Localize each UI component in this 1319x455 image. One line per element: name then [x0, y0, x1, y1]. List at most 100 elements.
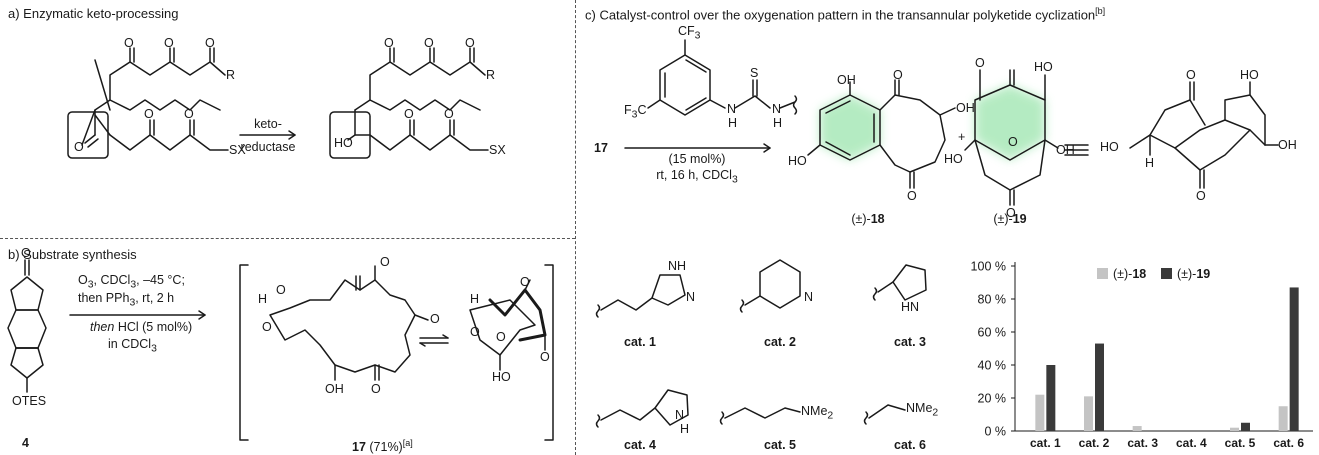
cat-4-structure: [595, 389, 689, 428]
x-tick-label: cat. 6: [1273, 436, 1304, 450]
atom-nh: NH: [668, 259, 687, 273]
cat-1-structure: [595, 274, 686, 318]
atom-o: O: [520, 275, 530, 289]
atom-ho: HO: [334, 136, 353, 150]
atom-o: O: [893, 68, 903, 82]
atom-o: O: [540, 350, 550, 364]
atom-o: O: [184, 107, 194, 121]
atom-o: O: [1196, 189, 1206, 203]
bar-18: [1132, 426, 1142, 431]
catalyst-loading: (15 mol%): [668, 152, 726, 166]
atom-o: O: [380, 255, 390, 269]
atom-ho: HO: [944, 152, 963, 166]
atom-o: O: [164, 36, 174, 50]
bar-18: [1230, 427, 1239, 431]
condition-line-4: in CDCl3: [108, 337, 157, 355]
bar-19: [1095, 343, 1104, 431]
condition-line-3: then HCl (5 mol%): [90, 320, 193, 334]
panel-c-title: c) Catalyst-control over the oxygenation…: [585, 6, 1106, 23]
panel-b-title: b) Substrate synthesis: [8, 247, 137, 262]
catalyst-label: cat. 6: [894, 438, 926, 452]
atom-h: H: [728, 116, 738, 130]
atom-h: H: [1145, 156, 1155, 170]
bar-19: [1046, 365, 1056, 431]
thiourea-catalyst-structure: [647, 39, 798, 116]
legend-label: (±)-18: [1113, 267, 1146, 281]
catalyst-label: cat. 3: [894, 335, 926, 349]
legend-label: (±)-19: [1177, 267, 1210, 281]
horizontal-divider: [0, 238, 575, 239]
arrow-label-top: keto-: [254, 117, 282, 131]
atom-o: O: [975, 56, 985, 70]
atom-o: O: [444, 107, 454, 121]
compound-4-label: 4: [22, 436, 29, 450]
x-tick-label: cat. 5: [1225, 436, 1256, 450]
atom-r: R: [486, 68, 496, 82]
legend-swatch: [1097, 268, 1108, 279]
atom-n: N: [772, 102, 782, 116]
condition-line-2: then PPh3, rt, 2 h: [78, 291, 175, 309]
bar-19: [1289, 287, 1299, 431]
y-tick-label: 0 %: [984, 425, 1006, 439]
cat-6-structure: [863, 404, 906, 425]
catalyst-label: cat. 4: [624, 438, 656, 452]
atom-o: O: [144, 107, 154, 121]
macrocycle-17: [269, 265, 429, 381]
bar-18: [1035, 394, 1045, 431]
atom-o: O: [470, 325, 480, 339]
product-17-label: 17 (71%)[a]: [352, 438, 413, 455]
atom-n: N: [804, 290, 814, 304]
atom-h: H: [773, 116, 783, 130]
product-19-label: (±)-19: [993, 212, 1027, 226]
atom-o: O: [21, 246, 31, 260]
atom-h: H: [680, 422, 690, 436]
y-tick-label: 20 %: [978, 392, 1007, 406]
atom-sx: SX: [229, 143, 246, 157]
atom-o: O: [1186, 68, 1196, 82]
atom-h: H: [470, 292, 480, 306]
atom-s: S: [750, 66, 759, 80]
atom-o: O: [1006, 206, 1016, 220]
otes-label: OTES: [12, 394, 47, 408]
panel-a-title: a) Enzymatic keto-processing: [8, 6, 179, 21]
f3c-label: F3C: [624, 103, 647, 121]
legend-swatch: [1161, 268, 1172, 279]
bar-18: [1084, 396, 1093, 431]
reaction-conditions: rt, 16 h, CDCl3: [656, 168, 738, 186]
atom-o: O: [907, 189, 917, 203]
product-19-structure: [964, 69, 1059, 206]
atom-ho: HO: [1034, 60, 1053, 74]
bar-19: [1241, 422, 1250, 431]
catalyst-label: cat. 1: [624, 335, 656, 349]
atom-o: O: [124, 36, 134, 50]
cat-2-structure: [739, 259, 801, 313]
reactant-17-label: 17: [594, 141, 608, 155]
bar-18: [1278, 406, 1288, 431]
atom-o: O: [496, 330, 506, 344]
product-18-label: (±)-18: [851, 212, 885, 226]
atom-o: O: [424, 36, 434, 50]
polyketide-product: [329, 47, 489, 159]
atom-o: O: [74, 140, 84, 154]
atom-o: O: [1008, 135, 1018, 149]
atom-ho: HO: [1240, 68, 1259, 82]
condition-line-1: O3, CDCl3, –45 °C;: [78, 273, 185, 291]
x-tick-label: cat. 4: [1176, 436, 1207, 450]
atom-r: R: [226, 68, 236, 82]
nme2-label: NMe2: [906, 401, 939, 419]
atom-oh: OH: [1056, 143, 1075, 157]
x-tick-label: cat. 2: [1079, 436, 1110, 450]
nme2-label: NMe2: [801, 404, 834, 422]
atom-n: N: [686, 290, 696, 304]
y-tick-label: 100 %: [971, 260, 1006, 274]
macrocycle-17-conformer: [469, 279, 547, 371]
compound-4-structure: [7, 259, 47, 393]
atom-h: H: [258, 292, 268, 306]
atom-o: O: [404, 107, 414, 121]
x-tick-label: cat. 3: [1127, 436, 1158, 450]
atom-o: O: [371, 382, 381, 396]
cf3-label: CF3: [678, 24, 701, 42]
catalyst-label: cat. 2: [764, 335, 796, 349]
